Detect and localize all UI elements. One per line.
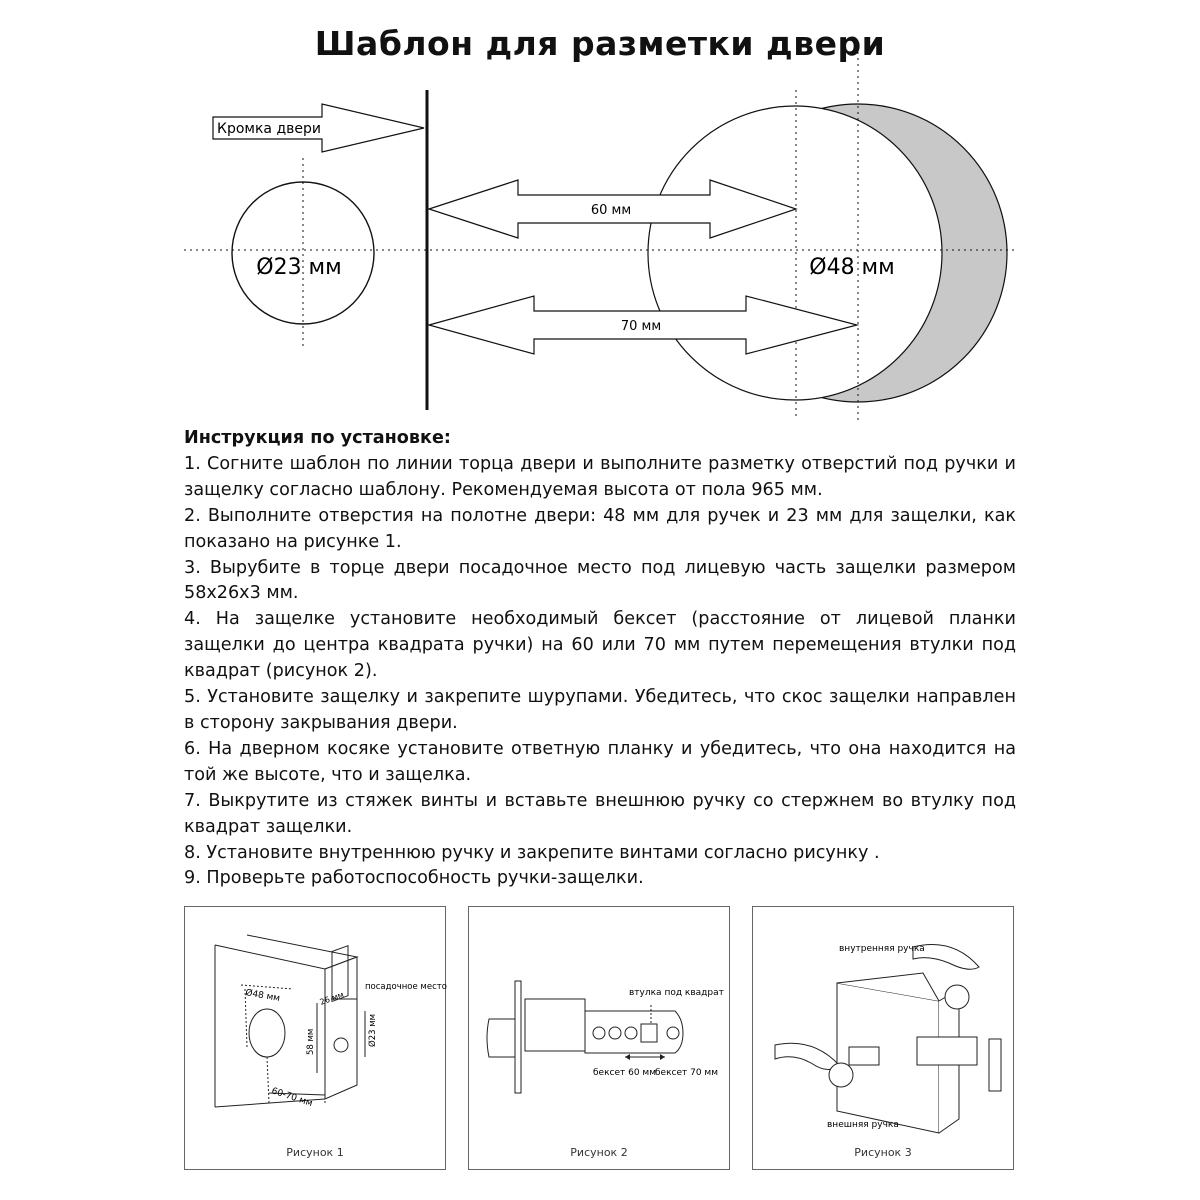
dim-60-label: 60 мм bbox=[591, 203, 631, 218]
fig3-inner-label: внутренняя ручка bbox=[839, 944, 925, 954]
arrow-60 bbox=[427, 179, 798, 239]
edge-label: Кромка двери bbox=[217, 121, 321, 137]
instruction-step: 3. Вырубите в торце двери посадочное мес… bbox=[184, 557, 1016, 604]
hole-23-label: Ø23 мм bbox=[256, 255, 342, 280]
instruction-step: 9. Проверьте работоспособность ручки-защ… bbox=[184, 868, 644, 889]
instruction-step: 1. Согните шаблон по линии торца двери и… bbox=[184, 453, 1016, 500]
arrow-70 bbox=[426, 295, 860, 355]
instruction-step: 2. Выполните отверстия на полотне двери:… bbox=[184, 505, 1016, 552]
dim-70-label: 70 мм bbox=[621, 319, 661, 334]
fig2-sleeve-label: втулка под квадрат bbox=[629, 988, 724, 998]
figure-1: Ø48 мм 26 мм посадочное место Ø23 мм 58 … bbox=[184, 906, 447, 1170]
fig1-d6070-label: 60-70 мм bbox=[270, 1086, 314, 1109]
instructions-block: Инструкция по установке: 1. Согните шабл… bbox=[184, 426, 1016, 892]
figure-3: внутренняя ручка внешняя ручка Рисунок 3 bbox=[752, 906, 1014, 1170]
instruction-step: 8. Установите внутреннюю ручку и закрепи… bbox=[184, 842, 880, 863]
figure-2-drawing: втулка под квадрат бексет 60 мм бексет 7… bbox=[486, 980, 724, 1094]
figure-1-drawing: Ø48 мм 26 мм посадочное место Ø23 мм 58 … bbox=[214, 934, 447, 1109]
figure-3-caption: Рисунок 3 bbox=[854, 1146, 912, 1159]
instruction-step: 7. Выкрутите из стяжек винты и вставьте … bbox=[184, 790, 1016, 837]
fig1-d23-label: Ø23 мм bbox=[367, 1014, 378, 1047]
marking-template: Кромка двери 60 мм 70 мм Ø23 мм Ø48 мм bbox=[184, 46, 1016, 420]
figure-3-drawing: внутренняя ручка внешняя ручка bbox=[774, 944, 1002, 1134]
page-title: Шаблон для разметки двери bbox=[314, 24, 886, 63]
hole-48-circle bbox=[647, 105, 943, 401]
hole-48-label: Ø48 мм bbox=[809, 255, 895, 280]
fig2-backset60-label: бексет 60 мм bbox=[593, 1068, 656, 1078]
fig1-d48-label: Ø48 мм bbox=[244, 987, 280, 1004]
fig2-backset70-label: бексет 70 мм bbox=[655, 1068, 718, 1078]
fig1-seat-label: посадочное место bbox=[365, 982, 447, 992]
figure-2: втулка под квадрат бексет 60 мм бексет 7… bbox=[468, 906, 730, 1170]
edge-arrow bbox=[212, 103, 425, 153]
fig3-outer-label: внешняя ручка bbox=[827, 1120, 899, 1130]
instructions-heading: Инструкция по установке: bbox=[184, 428, 451, 448]
instruction-step: 5. Установите защелку и закрепите шурупа… bbox=[184, 687, 1016, 733]
figure-1-caption: Рисунок 1 bbox=[286, 1146, 344, 1159]
fig1-d58-label: 58 мм bbox=[306, 1029, 316, 1055]
instruction-step: 4. На защелке установите необходимый бек… bbox=[184, 609, 1016, 682]
figure-2-caption: Рисунок 2 bbox=[570, 1146, 628, 1159]
instruction-step: 6. На дверном косяке установите ответную… bbox=[184, 738, 1016, 785]
